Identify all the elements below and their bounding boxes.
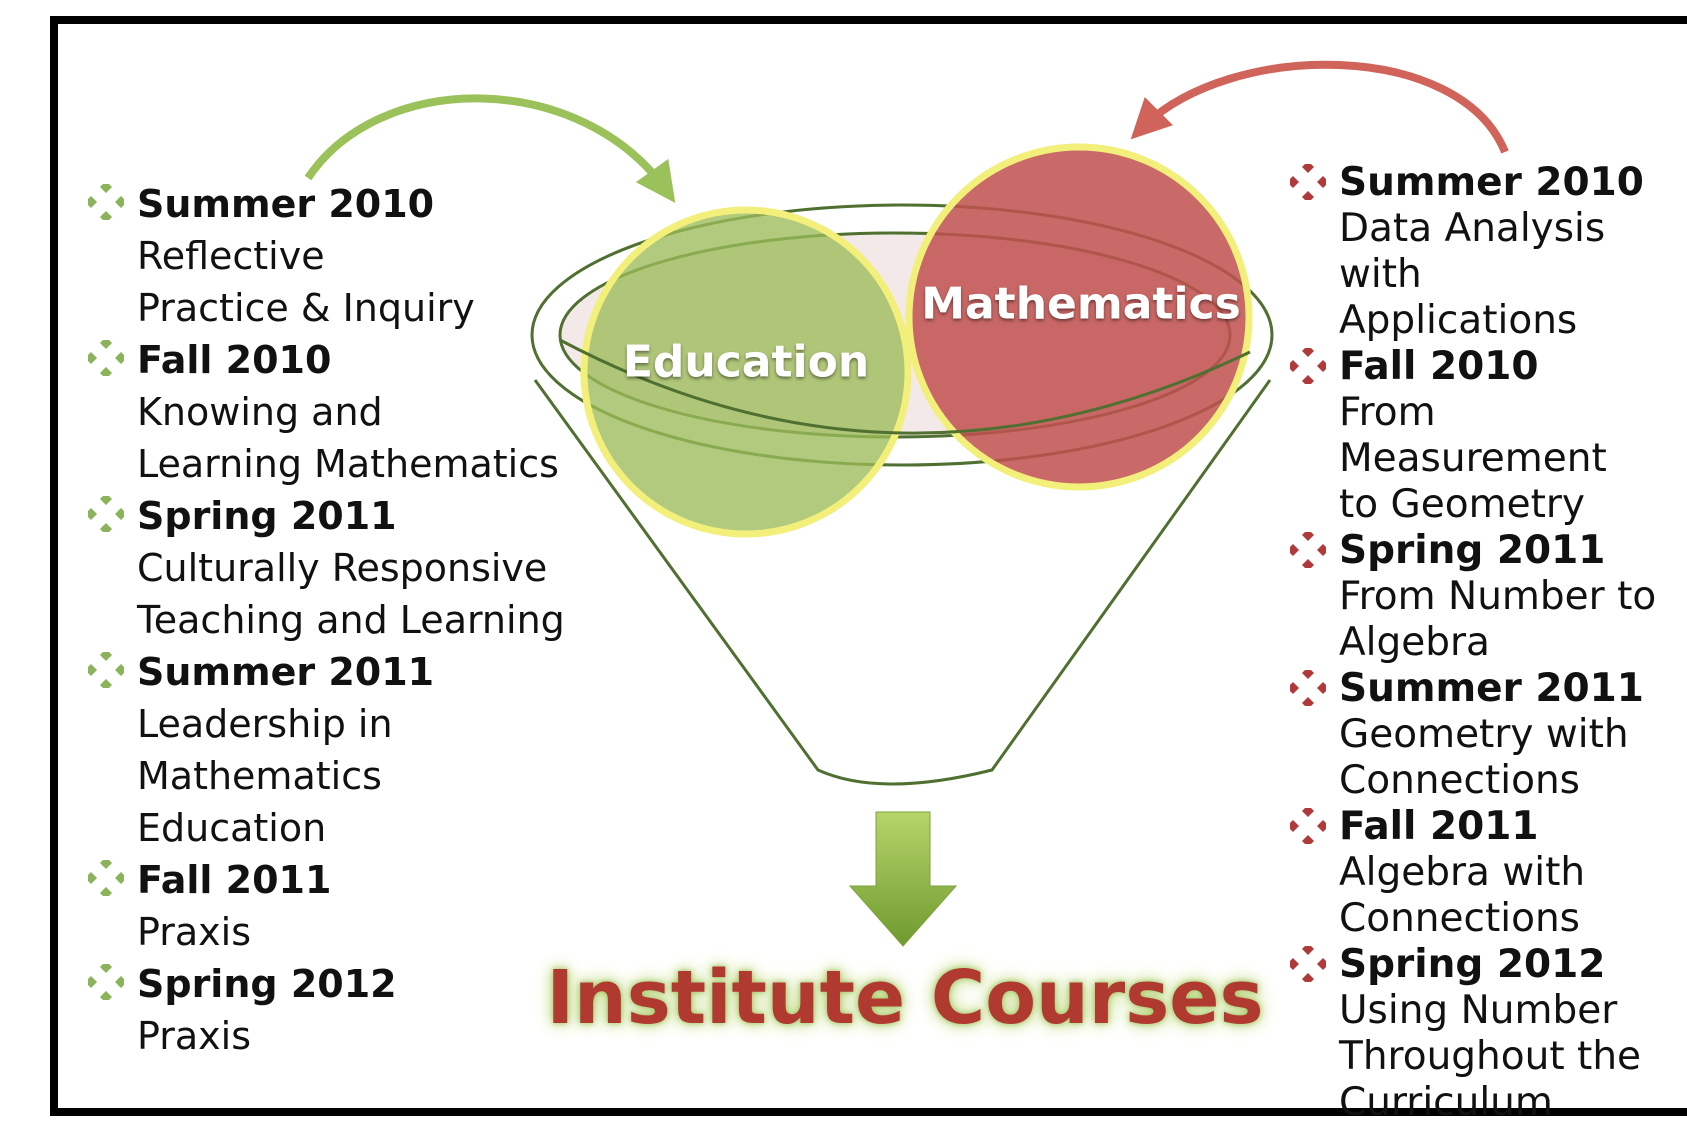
funnel-rim-outer	[530, 203, 1274, 467]
funnel-rim-front	[559, 338, 1251, 435]
funnel-diagram	[304, 60, 1509, 947]
course-term: Spring 2011	[1339, 528, 1606, 573]
course-term: Fall 2010	[137, 338, 332, 382]
course-title: Praxis	[137, 910, 251, 954]
course-term: Spring 2012	[137, 962, 397, 1006]
funnel-body	[533, 379, 1272, 786]
course-title: Geometry with Connections	[1339, 712, 1629, 803]
diamond-bullet-icon	[1290, 946, 1326, 982]
down-arrow	[848, 811, 958, 947]
course-title: Algebra with Connections	[1339, 850, 1586, 941]
diamond-bullet-icon	[1290, 532, 1326, 568]
course-term: Summer 2010	[137, 182, 435, 226]
diamond-bullet-icon	[88, 184, 124, 220]
diamond-bullet-icon	[88, 340, 124, 376]
course-title: Data Analysis with Applications	[1339, 206, 1606, 343]
course-term: Fall 2010	[1339, 344, 1539, 389]
course-term: Summer 2011	[1339, 666, 1644, 711]
education-label: Education	[622, 336, 870, 388]
course-term: Spring 2012	[1339, 942, 1606, 987]
curved-arrow-mathematics	[1130, 60, 1509, 154]
curved-arrow-education	[304, 94, 676, 203]
course-title: From Measurement to Geometry	[1339, 390, 1607, 527]
course-title: Knowing and Learning Mathematics	[137, 390, 559, 486]
institute-courses-headline: Institute Courses	[546, 955, 1264, 1041]
course-term: Summer 2010	[1339, 160, 1644, 205]
course-term: Fall 2011	[137, 858, 332, 902]
course-title: Leadership in Mathematics Education	[137, 702, 393, 850]
course-title: Culturally Responsive Teaching and Learn…	[137, 546, 565, 642]
course-title: From Number to Algebra	[1339, 574, 1657, 665]
diamond-bullet-icon	[88, 964, 124, 1000]
education-circle	[580, 206, 912, 538]
mathematics-label: Mathematics	[921, 278, 1241, 330]
course-title: Using Number Throughout the Curriculum	[1339, 988, 1642, 1125]
mathematics-circle	[905, 143, 1253, 491]
course-term: Summer 2011	[137, 650, 435, 694]
course-title: Praxis	[137, 1014, 251, 1058]
diamond-bullet-icon	[88, 860, 124, 896]
diamond-bullet-icon	[1290, 808, 1326, 844]
diamond-bullet-icon	[1290, 670, 1326, 706]
course-term: Spring 2011	[137, 494, 397, 538]
course-title: Reflective Practice & Inquiry	[137, 234, 475, 330]
course-term: Fall 2011	[1339, 804, 1539, 849]
diamond-bullet-icon	[1290, 348, 1326, 384]
diamond-bullet-icon	[88, 652, 124, 688]
diamond-bullet-icon	[88, 496, 124, 532]
diamond-bullet-icon	[1290, 164, 1326, 200]
